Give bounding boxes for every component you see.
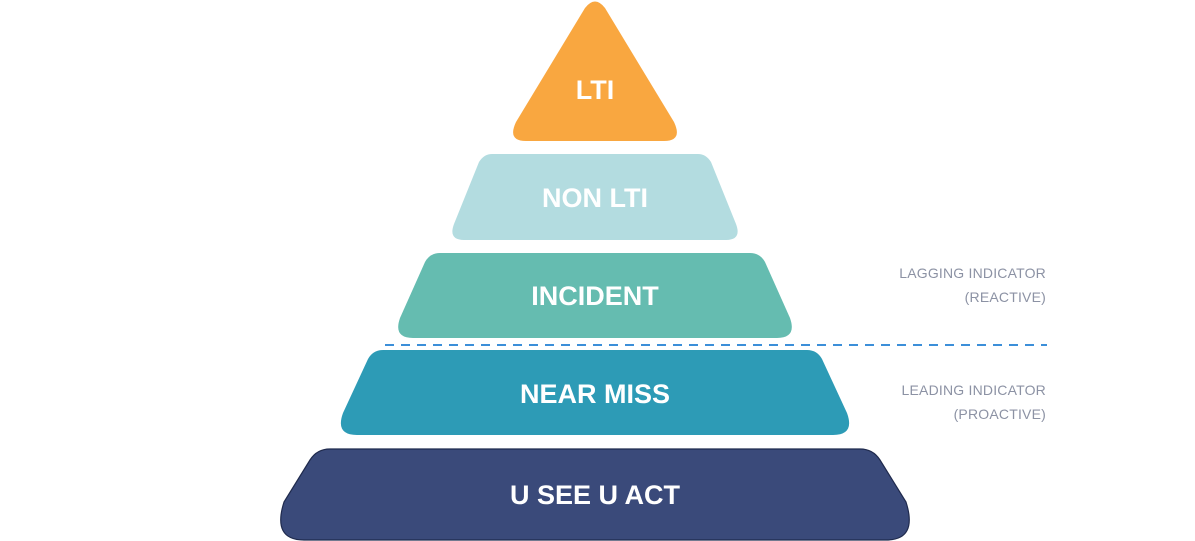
tier-non-lti-shape: [452, 154, 738, 240]
tier-lti-label: LTI: [576, 75, 614, 105]
tier-non-lti-label: NON LTI: [542, 183, 648, 213]
lagging-indicator-title: LAGGING INDICATOR: [899, 265, 1046, 281]
leading-indicator-subtitle: (PROACTIVE): [953, 406, 1046, 422]
tier-lti-shape: [513, 1, 677, 141]
tier-incident-label: INCIDENT: [531, 281, 659, 311]
lagging-indicator-note: LAGGING INDICATOR (REACTIVE): [899, 261, 1046, 309]
tier-non-lti: NON LTI: [452, 154, 738, 240]
tier-u-see-u-act-label: U SEE U ACT: [510, 480, 681, 510]
tier-u-see-u-act-shape: [280, 448, 910, 541]
tier-near-miss-shape: [340, 350, 850, 435]
leading-indicator-note: LEADING INDICATOR (PROACTIVE): [902, 378, 1046, 426]
leading-indicator-title: LEADING INDICATOR: [901, 382, 1046, 398]
tier-near-miss-label: NEAR MISS: [520, 379, 670, 409]
tier-near-miss: NEAR MISS: [340, 350, 850, 435]
tier-incident-shape: [398, 253, 792, 338]
tier-u-see-u-act: U SEE U ACT: [280, 448, 910, 541]
lagging-indicator-subtitle: (REACTIVE): [964, 289, 1046, 305]
tier-incident: INCIDENT: [398, 253, 792, 338]
tier-lti: LTI: [513, 1, 677, 141]
